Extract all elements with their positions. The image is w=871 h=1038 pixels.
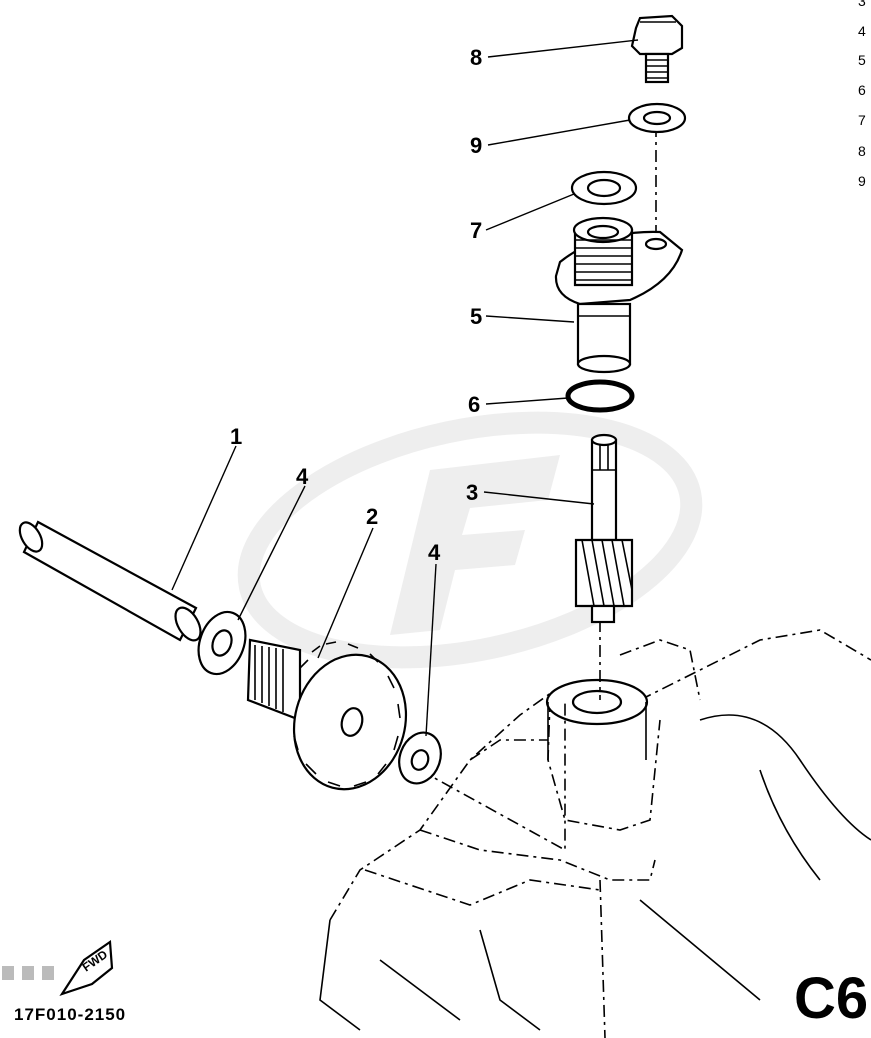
callout-1: 1 (230, 424, 242, 449)
callout-8: 8 (470, 45, 482, 70)
washer-part-9 (627, 102, 687, 134)
callout-9: 9 (470, 133, 482, 158)
leader-lines (171, 39, 639, 737)
fwd-arrow-icon: FWD (2, 940, 114, 997)
legend-number: 8 (858, 143, 866, 159)
legend-number: 6 (858, 82, 866, 98)
washer-part-4-right (398, 731, 442, 785)
callout-4-right: 4 (428, 540, 441, 565)
seal-part-7 (570, 170, 638, 206)
o-ring-part-6 (565, 379, 635, 413)
callout-4-left: 4 (296, 464, 309, 489)
callout-3: 3 (466, 480, 478, 505)
callout-2: 2 (366, 504, 378, 529)
legend-number: 5 (858, 52, 866, 68)
washer-part-4-left (197, 610, 247, 676)
legend-number: 4 (858, 23, 866, 39)
gear-part-2 (246, 638, 408, 791)
centerline-gear (419, 700, 566, 852)
section-label: C6 (794, 966, 868, 1031)
watermark-logo (237, 411, 703, 669)
shaft-part-3 (574, 433, 634, 624)
callout-5: 5 (470, 304, 482, 329)
bolt-part-8 (630, 14, 684, 84)
legend-number-list: 3 4 5 6 7 8 9 (858, 0, 866, 189)
legend-number: 3 (858, 0, 866, 9)
pin-part-1 (18, 520, 202, 642)
callout-7: 7 (470, 218, 482, 243)
sleeve-part-5 (554, 216, 684, 374)
legend-number: 9 (858, 173, 866, 189)
legend-number: 7 (858, 112, 866, 128)
callout-6: 6 (468, 392, 480, 417)
engine-case (319, 629, 871, 1038)
diagram-code: 17F010-2150 (14, 1005, 126, 1024)
